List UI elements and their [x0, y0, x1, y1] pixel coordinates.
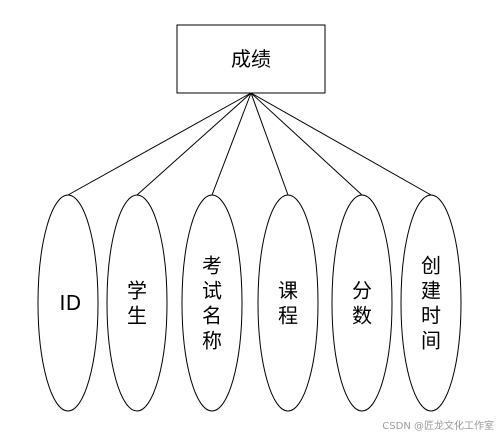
attribute-label-char: 试: [202, 279, 222, 303]
attribute-label-char: 称: [202, 329, 222, 353]
attribute-node: 课程: [257, 194, 319, 412]
attribute-ellipse: [331, 194, 393, 412]
watermark: CSDN @匠龙文化工作室: [382, 421, 494, 432]
attribute-label-char: 数: [352, 304, 372, 328]
attribute-label-char: 生: [127, 304, 147, 328]
attribute-node: 学生: [106, 194, 168, 412]
entity-box: 成绩: [176, 24, 326, 94]
attribute-label-char: 课: [278, 279, 298, 303]
attribute-label-char: 建: [421, 279, 441, 303]
connector-line: [250, 92, 363, 196]
connector-line: [250, 92, 289, 196]
attribute-label-char: D: [66, 291, 81, 315]
attribute-label-char: 考: [202, 254, 222, 278]
attribute-label-char: 程: [278, 304, 298, 328]
attribute-label-char: 时: [421, 304, 441, 328]
connector-line: [211, 92, 252, 196]
attribute-node: 分数: [331, 194, 393, 412]
connector-line: [67, 92, 252, 196]
entity-name: 成绩: [231, 47, 271, 71]
connector-line: [136, 92, 252, 196]
attribute-label-char: 间: [421, 329, 441, 353]
attribute-ellipse: [181, 194, 243, 412]
entity-rect: [176, 24, 326, 94]
attribute-label-char: I: [60, 291, 66, 315]
attribute-label-char: 名: [202, 304, 222, 328]
attribute-ellipse: [37, 194, 99, 412]
attribute-ellipse: [257, 194, 319, 412]
attribute-ellipse: [400, 194, 462, 412]
attribute-ellipse: [106, 194, 168, 412]
attribute-label-char: 创: [421, 254, 441, 278]
connector-lines: [67, 92, 432, 196]
connector-line: [250, 92, 432, 196]
attribute-label-char: 分: [352, 279, 372, 303]
attribute-label-char: 学: [127, 279, 147, 303]
